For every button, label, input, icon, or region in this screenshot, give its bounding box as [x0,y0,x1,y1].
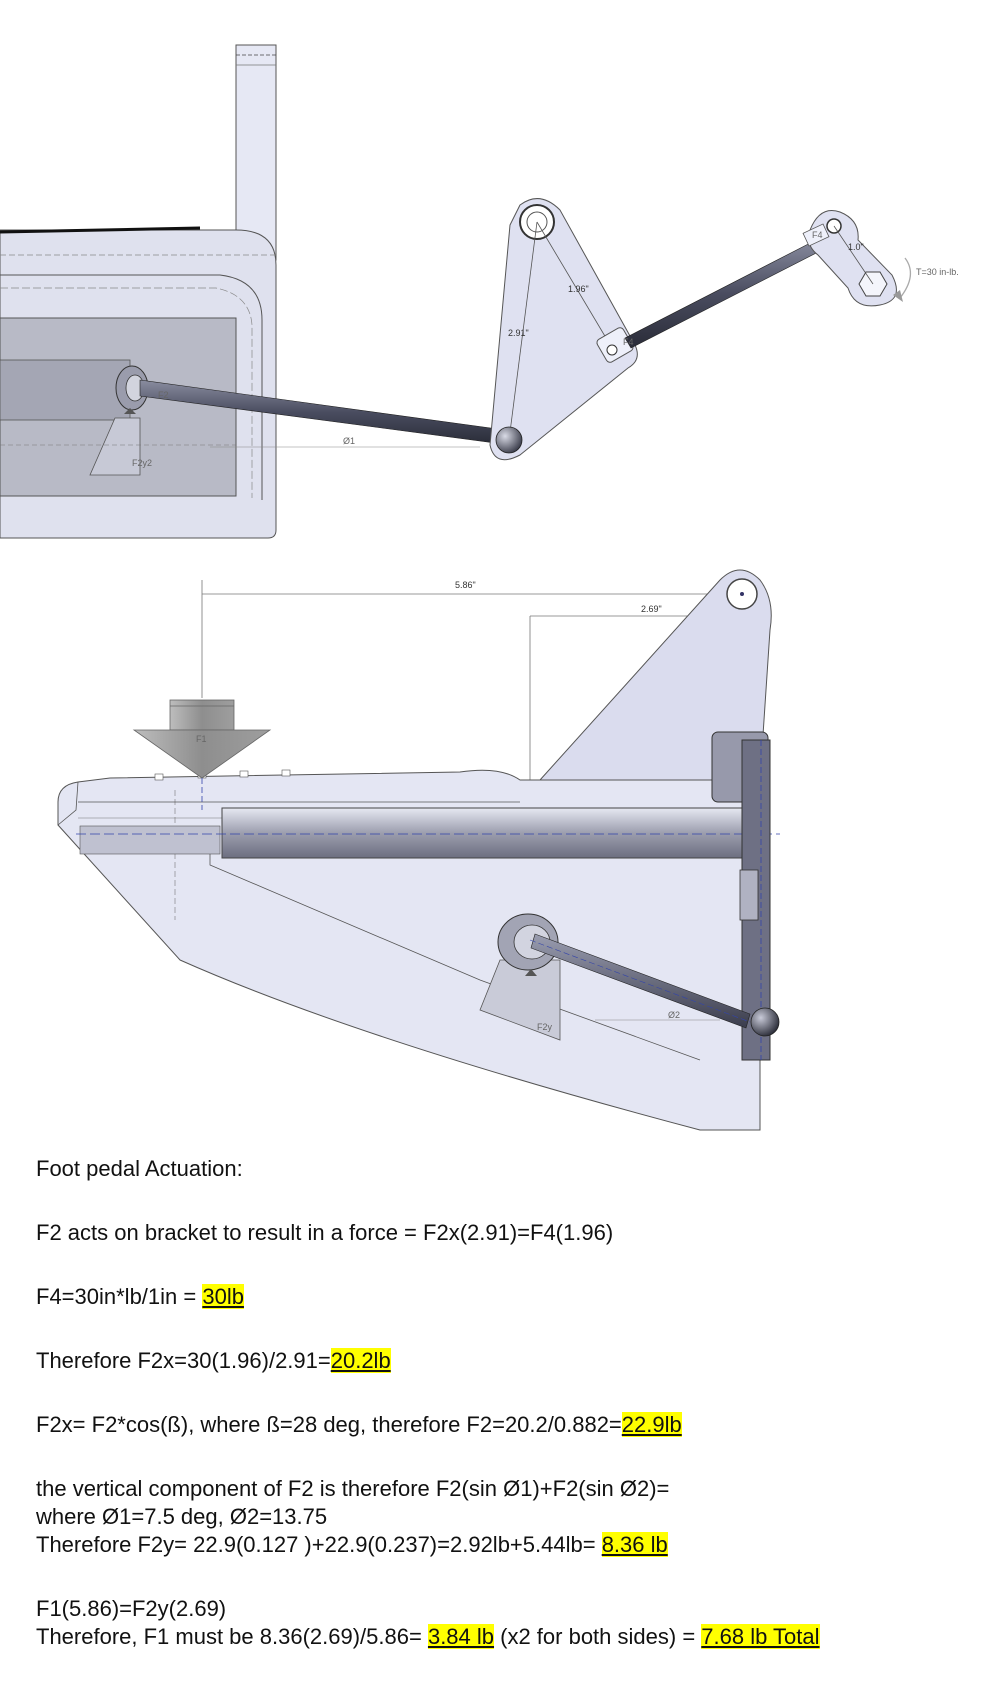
result-f2x: 20.2lb [330,1348,391,1373]
dim-linkage-long: 2.91" [508,328,529,338]
phi1-label: Ø1 [343,436,355,446]
result-total: 7.68 lb Total [701,1624,820,1649]
bottom-cad-view: 5.86" 2.69" F1 F2y Ø2 [57,569,780,1131]
calc-line-f4: F4=30in*lb/1in = 30lb [36,1283,976,1311]
dim-arm: 1.0" [848,242,864,252]
calc-line-f2x: Therefore F2x=30(1.96)/2.91=20.2lb [36,1347,976,1375]
top-cad-view: 2.91" 1.96" 1.0" T=30 in-lb. F2 F2y2 Ø1 … [0,44,959,539]
pedal-bracket-plate [538,569,772,781]
calc-f2x-text: Therefore F2x=30(1.96)/2.91= [36,1348,331,1373]
calc-block-f1: F1(5.86)=F2y(2.69) Therefore, F1 must be… [36,1595,976,1651]
dim-partial: 2.69" [641,604,662,614]
calc-f4-text: F4=30in*lb/1in = [36,1284,203,1309]
pivot-tube [221,807,761,859]
result-f4: 30lb [202,1284,244,1309]
f1-label: F1 [196,734,207,744]
calc-line-f4-relation: F2 acts on bracket to result in a force … [36,1220,614,1245]
calc-f2y-result-line: Therefore F2y= 22.9(0.127 )+22.9(0.237)=… [36,1531,976,1559]
torque-arrow [899,257,912,299]
f4-label-arm: F4 [812,230,823,240]
calc-f1-moment: F1(5.86)=F2y(2.69) [36,1596,227,1621]
f1-force-arrow [132,699,272,779]
bracket-ball-joint [495,426,523,454]
calc-block-f2y: the vertical component of F2 is therefor… [36,1475,976,1559]
result-f2y: 8.36 lb [601,1532,668,1557]
phi2-label: Ø2 [668,1010,680,1020]
push-rod-2 [624,237,827,349]
calculation-notes: Foot pedal Actuation: F2 acts on bracket… [36,1155,976,1687]
calc-title: Foot pedal Actuation: [36,1156,243,1181]
bell-crank-bracket [489,198,638,461]
calc-f1-result-line: Therefore, F1 must be 8.36(2.69)/5.86= 3… [36,1623,976,1651]
torque-label: T=30 in-lb. [916,267,959,277]
calc-f2-text: F2x= F2*cos(ß), where ß=28 deg, therefor… [36,1412,622,1437]
calc-f2y-angles: where Ø1=7.5 deg, Ø2=13.75 [36,1504,328,1529]
calc-line-f2: F2x= F2*cos(ß), where ß=28 deg, therefor… [36,1411,976,1439]
result-f2: 22.9lb [621,1412,682,1437]
f2y-label: F2y [537,1022,553,1032]
f2y2-label: F2y2 [132,458,152,468]
f2-label: F2 [158,390,169,400]
calc-f2y-intro: the vertical component of F2 is therefor… [36,1476,670,1501]
dim-linkage-short: 1.96" [568,284,589,294]
calc-f2y-text: Therefore F2y= 22.9(0.127 )+22.9(0.237)=… [36,1532,602,1557]
lower-ball-joint [750,1007,780,1037]
calc-f1-text: Therefore, F1 must be 8.36(2.69)/5.86= [36,1624,428,1649]
result-f1: 3.84 lb [427,1624,495,1649]
dim-total: 5.86" [455,580,476,590]
f4-label-clevis: F4 [623,337,634,347]
calc-f1-mid: (x2 for both sides) = [494,1624,702,1649]
vertical-post [235,44,277,261]
